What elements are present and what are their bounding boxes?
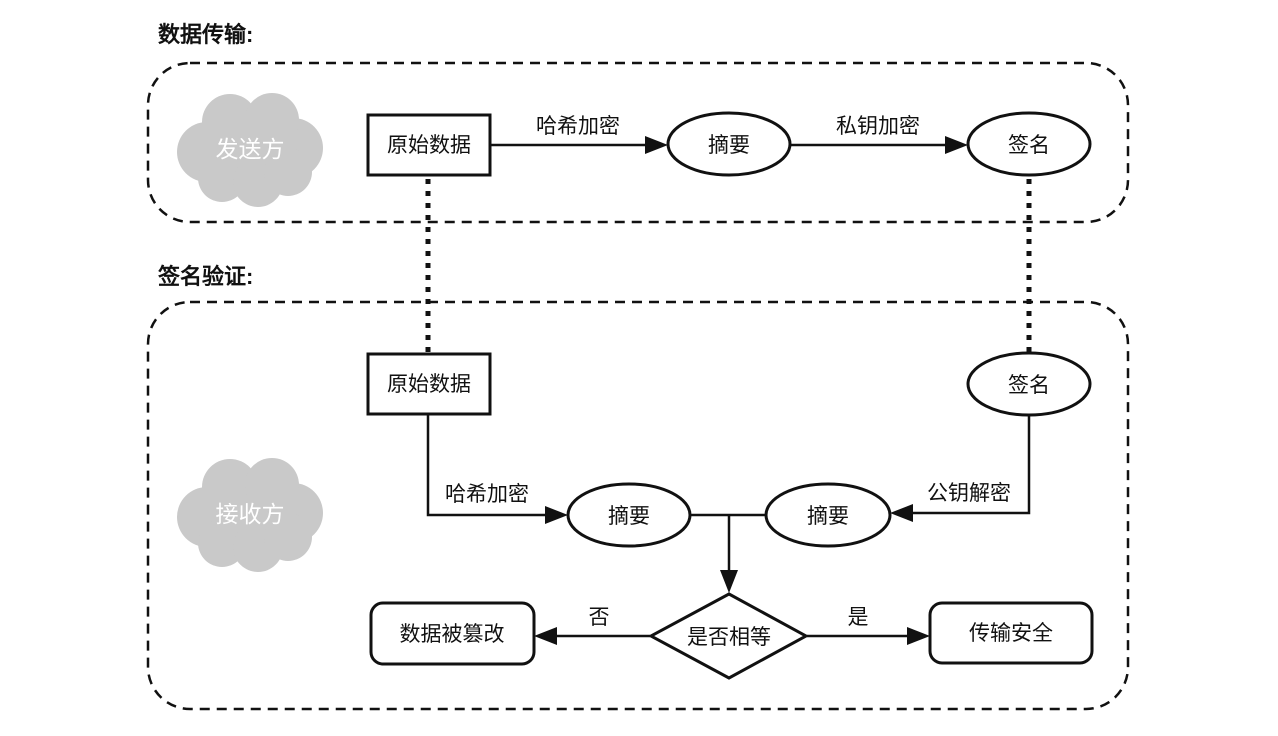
yes-branch-label: 是 (848, 606, 869, 629)
decision-label: 是否相等 (687, 626, 771, 649)
node-digest-top (666, 111, 792, 177)
digest-left-label: 摘要 (608, 505, 650, 528)
signature-bottom-label: 签名 (1008, 374, 1050, 397)
signature-top-label: 签名 (1008, 134, 1050, 157)
arrowhead-icon (545, 506, 568, 524)
node-digest-left (566, 482, 692, 548)
arrowhead-icon (890, 504, 913, 522)
node-signature-bottom (966, 351, 1092, 417)
private-key-encrypt-label: 私钥加密 (836, 115, 920, 138)
hash-encrypt-bottom-label: 哈希加密 (445, 483, 529, 506)
node-decision-diamond (647, 592, 810, 680)
arrowhead-icon (645, 136, 668, 154)
arrowhead-icon (534, 627, 557, 645)
original-data-bottom-label: 原始数据 (387, 373, 471, 396)
no-branch-label: 否 (589, 606, 610, 629)
node-digest-right (764, 482, 892, 548)
node-signature-top (966, 111, 1092, 177)
hash-encrypt-top-label: 哈希加密 (536, 115, 620, 138)
arrowhead-icon (907, 627, 930, 645)
original-data-top-label: 原始数据 (387, 134, 471, 157)
section-title-transmission: 数据传输: (158, 22, 253, 47)
tampered-label: 数据被篡改 (400, 623, 505, 646)
digest-right-label: 摘要 (807, 505, 849, 528)
arrowhead-icon (945, 136, 968, 154)
edge-signature-to-digest-right (912, 415, 1031, 515)
edge-data-to-digest-left (426, 414, 546, 517)
digest-top-label: 摘要 (708, 134, 750, 157)
sender-cloud-icon (177, 93, 323, 207)
transmission-container (146, 61, 1130, 224)
receiver-cloud-label: 接收方 (216, 501, 285, 527)
node-original-data-bottom (366, 352, 492, 416)
sender-cloud-label: 发送方 (216, 136, 285, 162)
node-original-data-top (366, 113, 492, 177)
node-safe (928, 601, 1094, 665)
section-title-verification: 签名验证: (157, 264, 253, 289)
safe-label: 传输安全 (969, 622, 1053, 645)
arrowhead-icon (720, 570, 738, 593)
verification-container (146, 300, 1130, 711)
public-key-decrypt-label: 公钥解密 (927, 482, 1011, 505)
node-tampered (369, 601, 536, 666)
receiver-cloud-icon (177, 458, 323, 572)
